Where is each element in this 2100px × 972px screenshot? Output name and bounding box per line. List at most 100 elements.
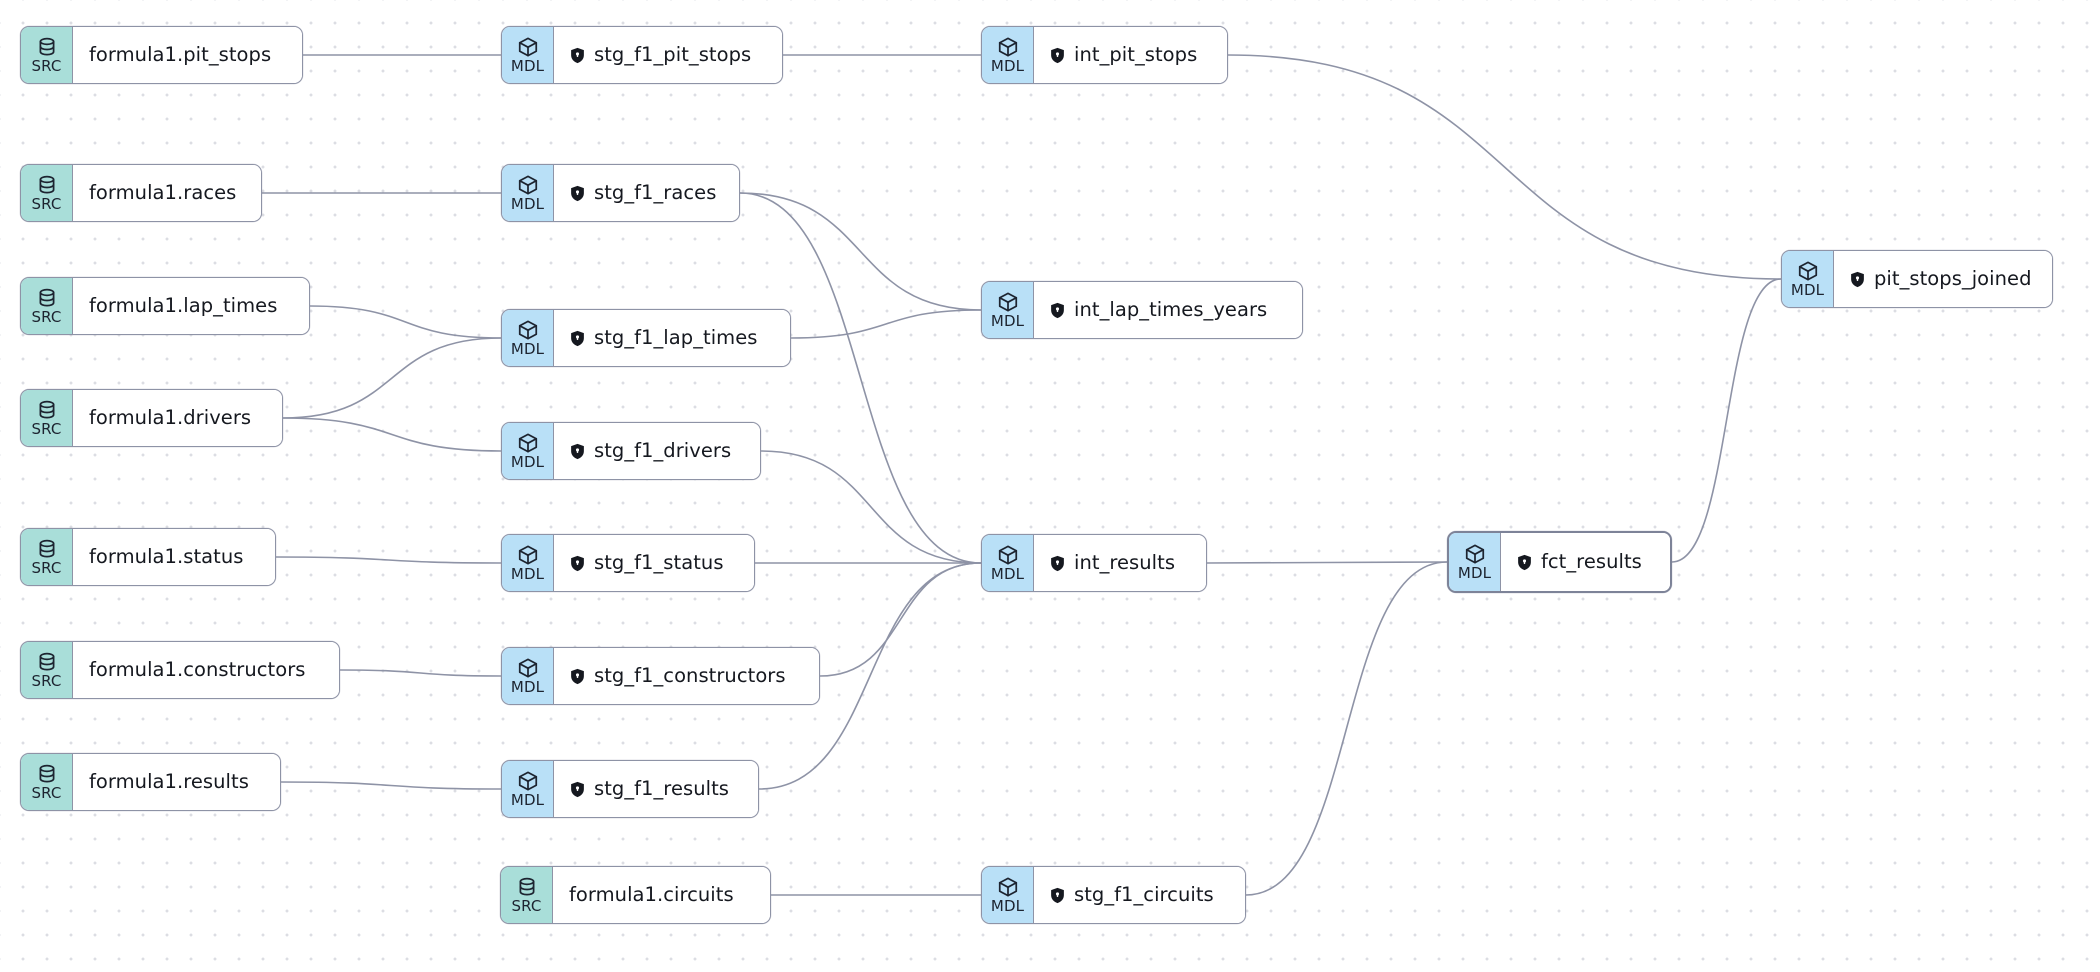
node-body[interactable]: formula1.pit_stops bbox=[73, 27, 302, 83]
node-body[interactable]: formula1.status bbox=[73, 529, 275, 585]
shield-lock-icon bbox=[570, 330, 585, 347]
shield-lock-icon bbox=[1517, 554, 1532, 571]
node-type-badge-src: SRC bbox=[21, 754, 73, 810]
node-body[interactable]: stg_f1_races bbox=[554, 165, 739, 221]
lineage-node-src_constructors[interactable]: SRC formula1.constructors bbox=[20, 641, 340, 699]
shield-lock-icon bbox=[570, 668, 585, 685]
node-label: stg_f1_constructors bbox=[594, 664, 786, 688]
lineage-node-pit_stops_joined[interactable]: MDL pit_stops_joined bbox=[1781, 250, 2053, 308]
node-type-label: MDL bbox=[1790, 281, 1825, 299]
edge-fct_results-to-pit_stops_joined bbox=[1671, 278, 1782, 563]
node-body[interactable]: pit_stops_joined bbox=[1834, 251, 2052, 307]
edge-src_lap_times-to-stg_lap_times bbox=[309, 305, 502, 339]
node-type-label: MDL bbox=[990, 565, 1025, 583]
node-body[interactable]: stg_f1_drivers bbox=[554, 423, 760, 479]
lineage-node-stg_circuits[interactable]: MDL stg_f1_circuits bbox=[981, 866, 1246, 924]
lineage-node-stg_drivers[interactable]: MDL stg_f1_drivers bbox=[501, 422, 761, 480]
node-type-label: SRC bbox=[511, 897, 542, 915]
node-body[interactable]: formula1.constructors bbox=[73, 642, 339, 698]
lineage-node-src_pit_stops[interactable]: SRC formula1.pit_stops bbox=[20, 26, 303, 84]
node-body[interactable]: stg_f1_constructors bbox=[554, 648, 819, 704]
edge-int_results-to-fct_results bbox=[1206, 561, 1448, 564]
edge-src_status-to-stg_status bbox=[275, 556, 502, 564]
node-body[interactable]: formula1.results bbox=[73, 754, 280, 810]
node-type-badge-mdl: MDL bbox=[982, 535, 1034, 591]
lineage-node-int_lap_times[interactable]: MDL int_lap_times_years bbox=[981, 281, 1303, 339]
edge-src_drivers-to-stg_lap_times bbox=[282, 337, 502, 419]
lineage-node-stg_constructors[interactable]: MDL stg_f1_constructors bbox=[501, 647, 820, 705]
node-body[interactable]: stg_f1_pit_stops bbox=[554, 27, 782, 83]
cube-icon bbox=[517, 319, 539, 341]
node-type-label: MDL bbox=[510, 340, 545, 358]
node-type-badge-src: SRC bbox=[21, 27, 73, 83]
lineage-node-stg_pit_stops[interactable]: MDL stg_f1_pit_stops bbox=[501, 26, 783, 84]
node-label: stg_f1_races bbox=[594, 181, 717, 205]
edge-stg_races-to-int_lap_times bbox=[739, 192, 982, 311]
node-label: formula1.races bbox=[89, 181, 237, 205]
node-type-badge-src: SRC bbox=[21, 529, 73, 585]
node-body[interactable]: int_results bbox=[1034, 535, 1206, 591]
lineage-node-src_races[interactable]: SRC formula1.races bbox=[20, 164, 262, 222]
cube-icon bbox=[1464, 543, 1486, 565]
node-type-label: MDL bbox=[990, 57, 1025, 75]
lineage-node-stg_races[interactable]: MDL stg_f1_races bbox=[501, 164, 740, 222]
node-body[interactable]: formula1.circuits bbox=[553, 867, 770, 923]
node-body[interactable]: formula1.races bbox=[73, 165, 261, 221]
lineage-node-src_lap_times[interactable]: SRC formula1.lap_times bbox=[20, 277, 310, 335]
lineage-node-fct_results[interactable]: MDL fct_results bbox=[1447, 531, 1672, 593]
edge-src_results-to-stg_results bbox=[280, 781, 502, 790]
lineage-node-src_circuits[interactable]: SRC formula1.circuits bbox=[500, 866, 771, 924]
node-label: int_results bbox=[1074, 551, 1176, 575]
node-type-label: SRC bbox=[31, 559, 62, 577]
node-type-label: MDL bbox=[510, 678, 545, 696]
node-body[interactable]: fct_results bbox=[1501, 533, 1670, 591]
database-icon bbox=[36, 399, 58, 421]
node-label: formula1.drivers bbox=[89, 406, 252, 430]
node-type-badge-mdl: MDL bbox=[502, 310, 554, 366]
lineage-node-src_status[interactable]: SRC formula1.status bbox=[20, 528, 276, 586]
edge-stg_constructors-to-int_results bbox=[819, 562, 982, 677]
lineage-node-stg_status[interactable]: MDL stg_f1_status bbox=[501, 534, 755, 592]
lineage-node-src_drivers[interactable]: SRC formula1.drivers bbox=[20, 389, 283, 447]
node-body[interactable]: stg_f1_results bbox=[554, 761, 758, 817]
cube-icon bbox=[517, 36, 539, 58]
lineage-node-int_results[interactable]: MDL int_results bbox=[981, 534, 1207, 592]
node-body[interactable]: stg_f1_lap_times bbox=[554, 310, 790, 366]
node-body[interactable]: int_pit_stops bbox=[1034, 27, 1227, 83]
database-icon bbox=[36, 651, 58, 673]
shield-lock-icon bbox=[570, 781, 585, 798]
node-label: stg_f1_circuits bbox=[1074, 883, 1214, 907]
node-body[interactable]: formula1.lap_times bbox=[73, 278, 309, 334]
node-body[interactable]: stg_f1_circuits bbox=[1034, 867, 1245, 923]
node-type-label: MDL bbox=[510, 195, 545, 213]
node-body[interactable]: formula1.drivers bbox=[73, 390, 282, 446]
database-icon bbox=[36, 538, 58, 560]
node-label: formula1.circuits bbox=[569, 883, 734, 907]
edge-stg_circuits-to-fct_results bbox=[1245, 561, 1448, 896]
node-type-badge-mdl: MDL bbox=[982, 27, 1034, 83]
shield-lock-icon bbox=[570, 555, 585, 572]
lineage-node-stg_lap_times[interactable]: MDL stg_f1_lap_times bbox=[501, 309, 791, 367]
database-icon bbox=[36, 174, 58, 196]
lineage-node-int_pit_stops[interactable]: MDL int_pit_stops bbox=[981, 26, 1228, 84]
node-type-label: SRC bbox=[31, 420, 62, 438]
node-label: pit_stops_joined bbox=[1874, 267, 2032, 291]
node-label: stg_f1_pit_stops bbox=[594, 43, 752, 67]
node-label: formula1.constructors bbox=[89, 658, 306, 682]
node-label: formula1.status bbox=[89, 545, 244, 569]
node-type-badge-mdl: MDL bbox=[502, 27, 554, 83]
node-label: stg_f1_status bbox=[594, 551, 724, 575]
node-body[interactable]: stg_f1_status bbox=[554, 535, 754, 591]
node-type-label: MDL bbox=[990, 312, 1025, 330]
database-icon bbox=[36, 763, 58, 785]
node-body[interactable]: int_lap_times_years bbox=[1034, 282, 1302, 338]
edge-int_pit_stops-to-pit_stops_joined bbox=[1227, 54, 1782, 280]
node-label: formula1.lap_times bbox=[89, 294, 278, 318]
node-type-label: MDL bbox=[510, 791, 545, 809]
lineage-node-stg_results[interactable]: MDL stg_f1_results bbox=[501, 760, 759, 818]
node-type-badge-mdl: MDL bbox=[1449, 533, 1501, 591]
shield-lock-icon bbox=[1050, 887, 1065, 904]
lineage-node-src_results[interactable]: SRC formula1.results bbox=[20, 753, 281, 811]
